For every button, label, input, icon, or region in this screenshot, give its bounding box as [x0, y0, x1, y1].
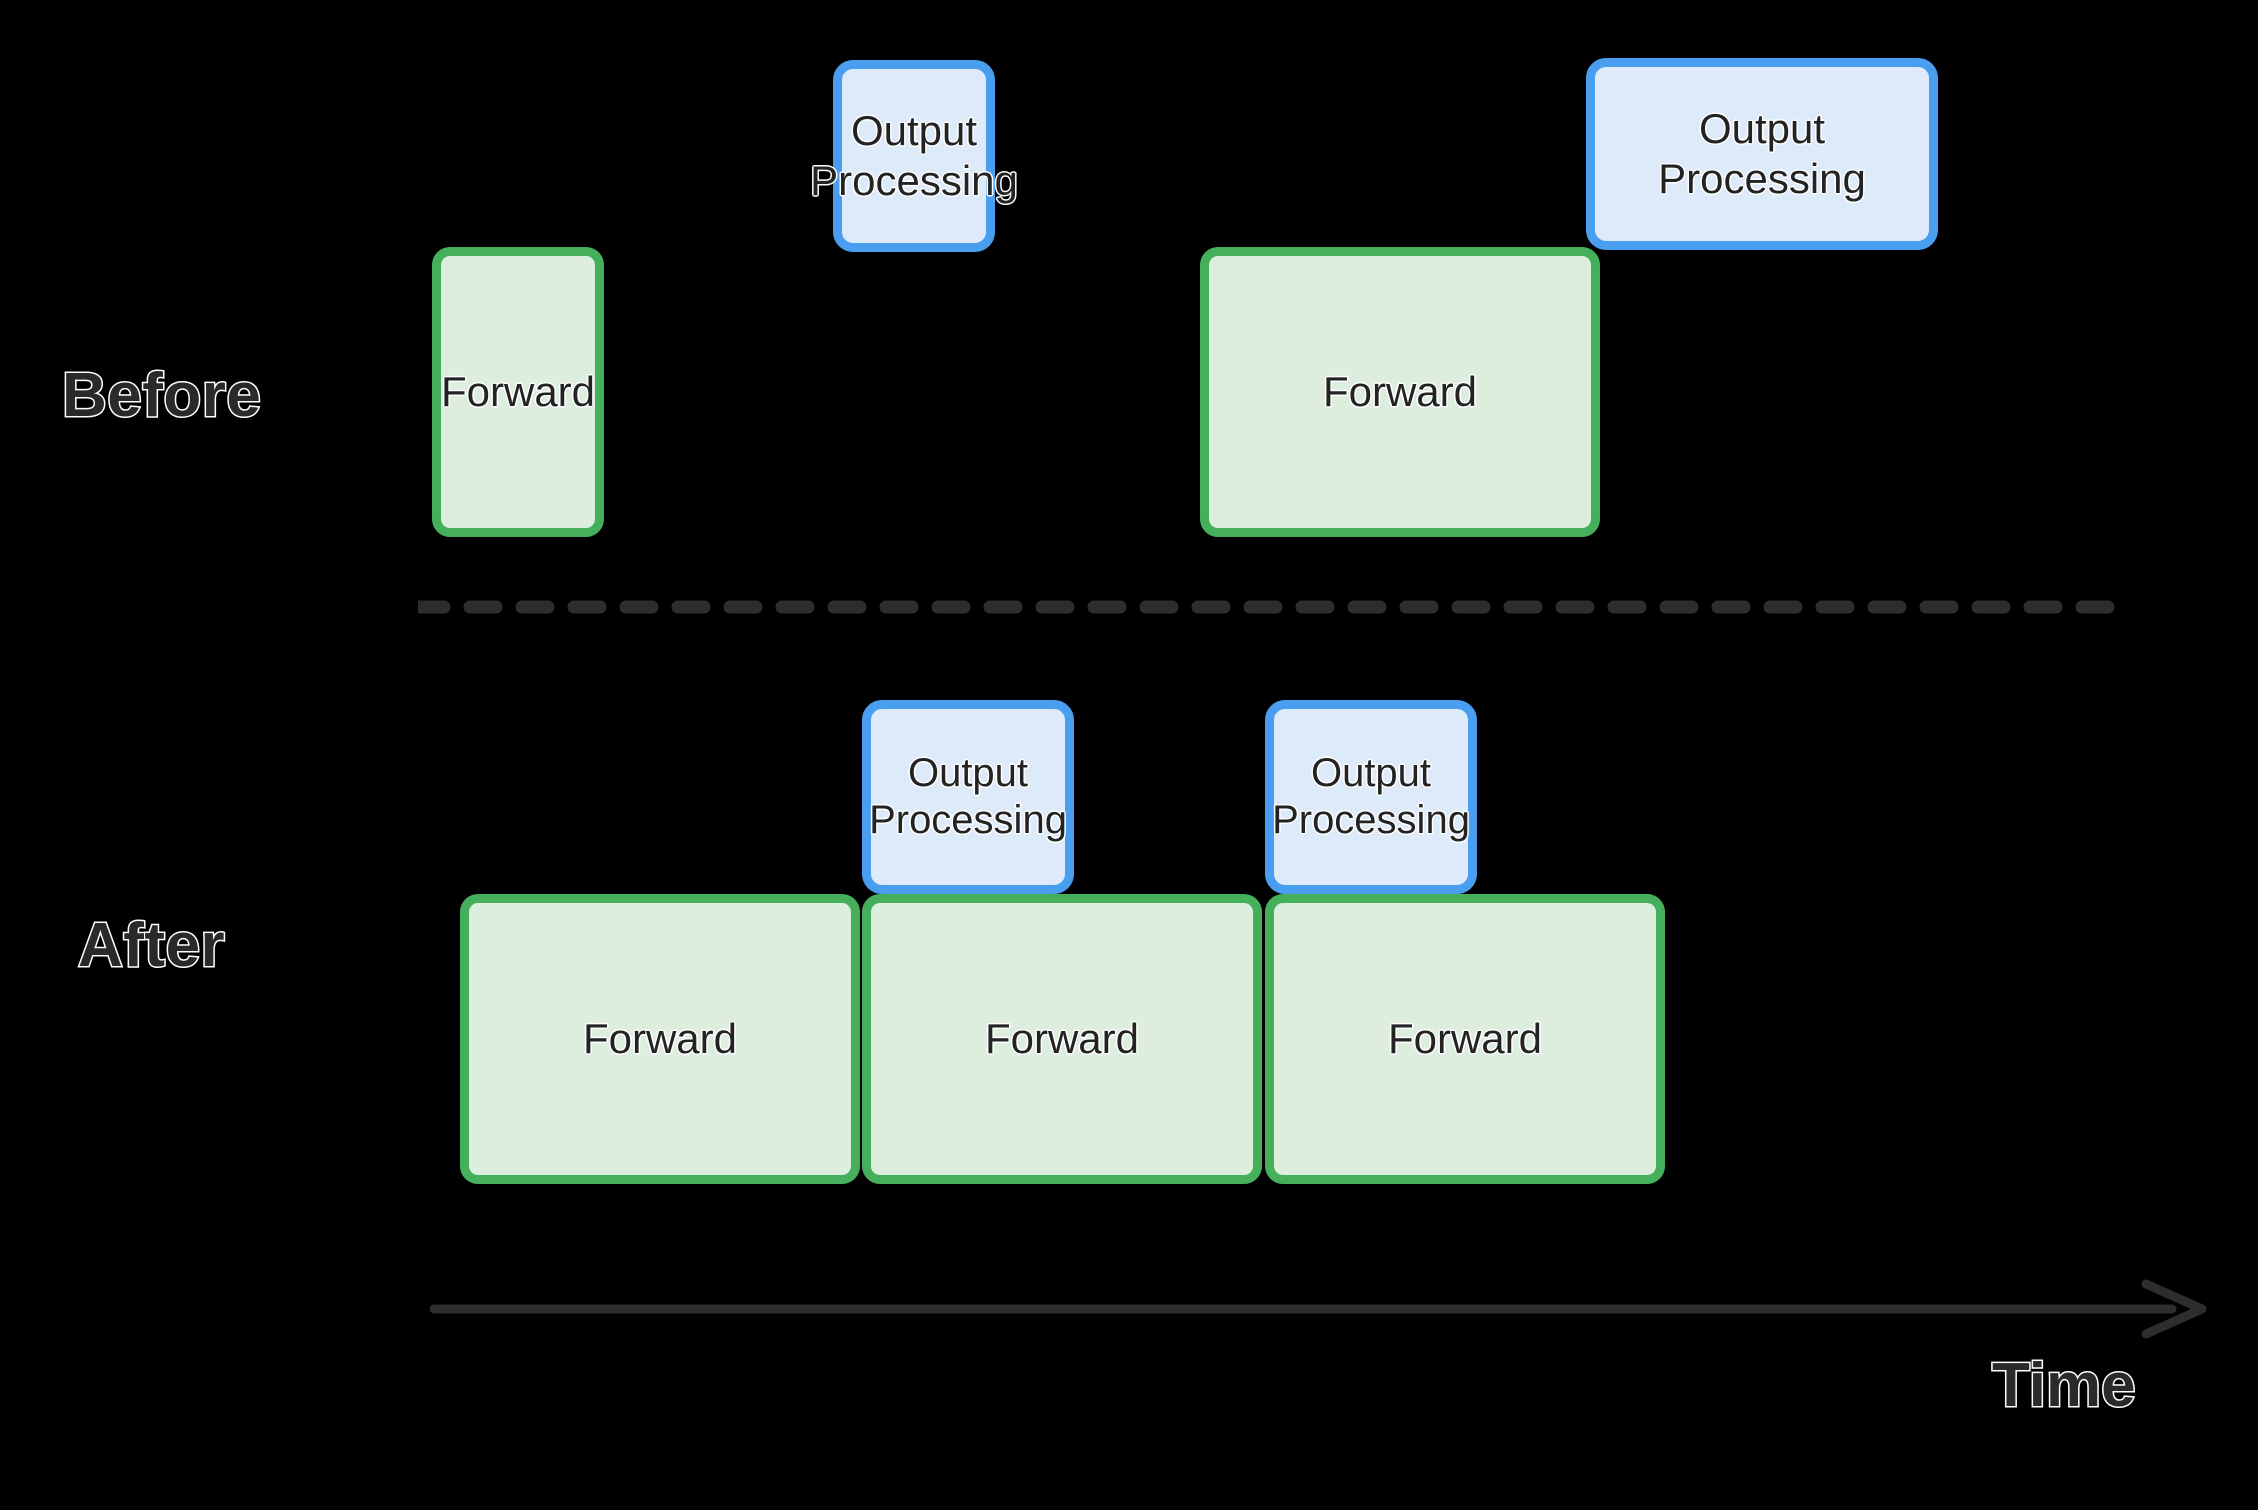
time-axis-label: Time — [1991, 1351, 2138, 1420]
after-output-block-2-line1: Output — [1310, 750, 1432, 795]
after-forward-block-3-label: Forward — [1387, 1015, 1543, 1063]
after-forward-block-1: Forward — [460, 894, 860, 1184]
row-label-after: After — [76, 911, 226, 980]
before-output-block-1-line2: Processing — [810, 157, 1018, 204]
after-output-block-2-line2: Processing — [1272, 798, 1470, 842]
after-forward-block-2-label: Forward — [984, 1015, 1140, 1063]
after-forward-block-2: Forward — [862, 894, 1262, 1184]
before-output-block-2-line2: Processing — [1658, 155, 1866, 202]
before-forward-block-2-label: Forward — [1322, 368, 1478, 416]
before-output-block-1-line1: Output — [850, 107, 978, 155]
before-output-block-2-line1: Output — [1698, 105, 1826, 153]
after-forward-block-1-label: Forward — [582, 1015, 738, 1063]
row-label-before: Before — [60, 361, 262, 430]
before-forward-block-2: Forward — [1200, 247, 1600, 537]
time-axis-arrow — [430, 1279, 2207, 1339]
before-forward-block-1-label: Forward — [440, 368, 596, 416]
after-forward-block-3: Forward — [1265, 894, 1665, 1184]
before-forward-block-1: Forward — [432, 247, 604, 537]
after-output-block-1-line2: Processing — [869, 798, 1067, 842]
section-divider — [418, 600, 2130, 614]
after-output-block-1-line1: Output — [907, 750, 1029, 795]
